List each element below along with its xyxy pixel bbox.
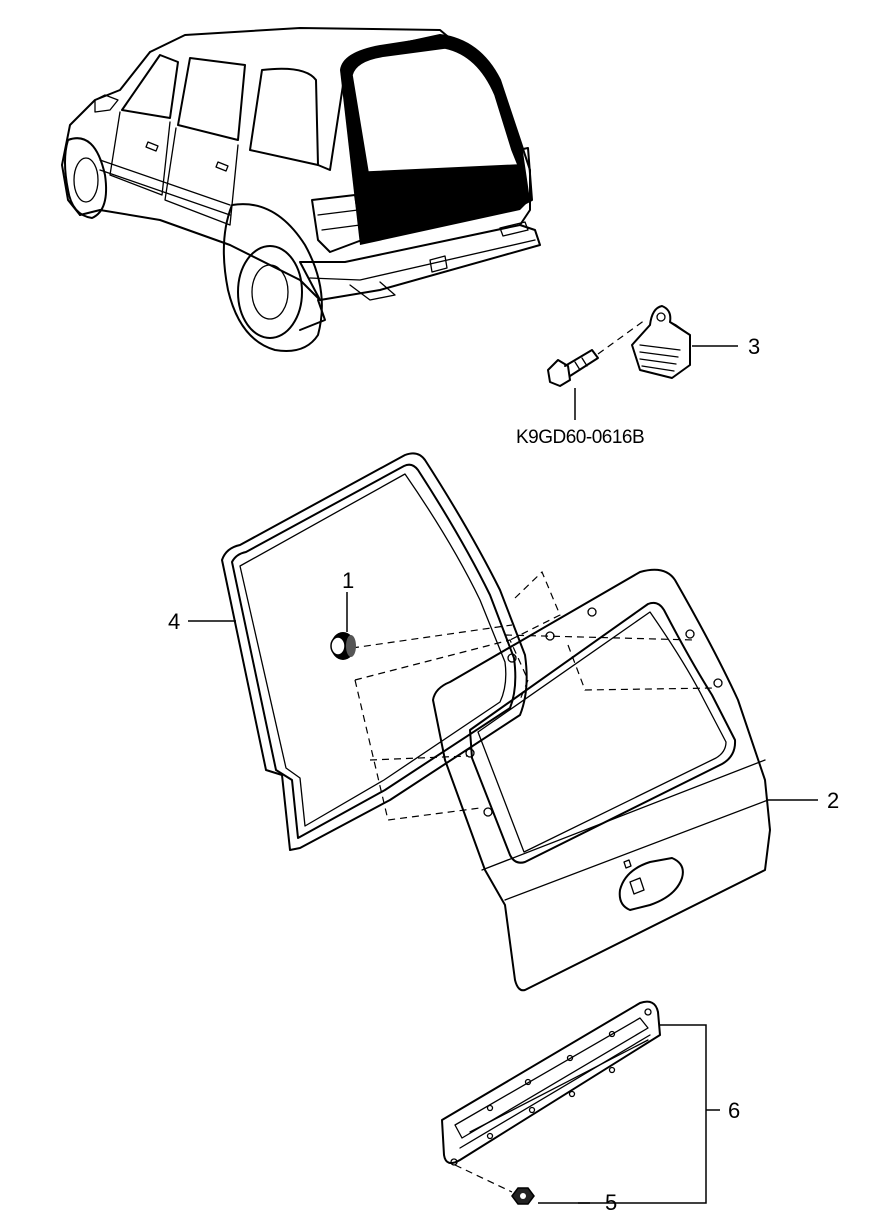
glass-dashed-outline-upper <box>509 570 561 641</box>
lower-trim-panel-part <box>441 1000 661 1166</box>
glass-dashed-line-lower <box>369 755 469 761</box>
grommet-dashed-line-right <box>504 634 696 641</box>
figure-code: K9GD60-0616B <box>516 427 644 448</box>
callout-4: 4 <box>168 609 180 634</box>
glass-dashed-outline-mid <box>354 639 529 701</box>
callout-3: 3 <box>748 334 760 359</box>
callout-2: 2 <box>827 788 839 813</box>
grommet-dashed-line <box>351 624 513 649</box>
hinge-bracket-part <box>631 305 691 379</box>
tailgate-glass-part <box>432 568 771 992</box>
callout-5: 5 <box>605 1190 617 1212</box>
bolt-to-bracket-dashed-line <box>597 319 646 355</box>
bolt-part <box>547 349 599 387</box>
callout-6: 6 <box>728 1098 740 1123</box>
grommet-part <box>330 632 356 660</box>
callout-5-6-leader <box>538 1024 707 1204</box>
nut-dashed-line <box>454 1164 513 1193</box>
glass-dashed-outline-lower <box>354 679 481 821</box>
nut-part <box>511 1187 535 1205</box>
vehicle-illustration <box>61 27 541 352</box>
weatherstrip-part <box>221 452 528 851</box>
callout-1: 1 <box>342 568 354 593</box>
glass-dashed-outline-right <box>567 644 716 691</box>
